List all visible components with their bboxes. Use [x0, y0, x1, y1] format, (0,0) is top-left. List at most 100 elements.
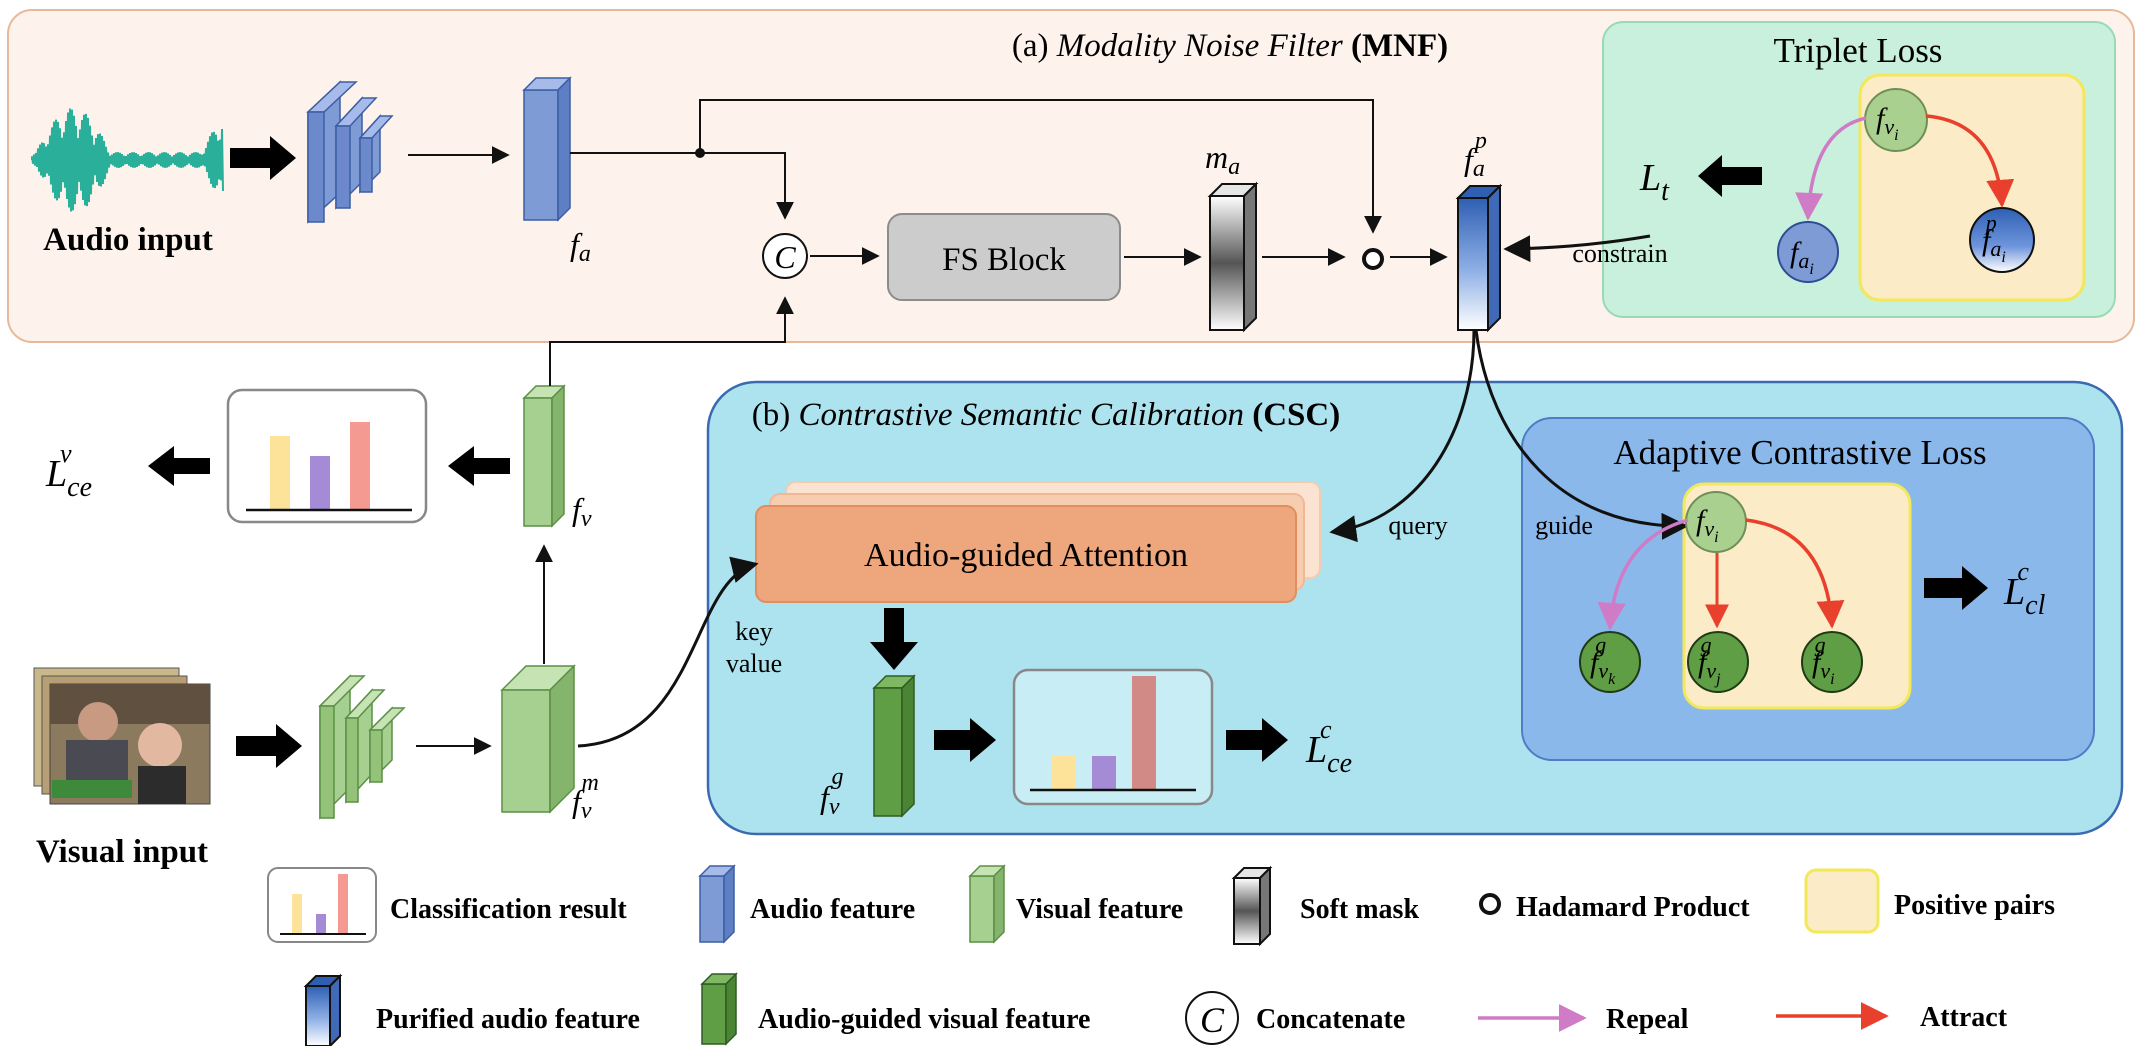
- legend-positive-pairs-label: Positive pairs: [1894, 890, 2055, 921]
- audio-input-arrow: [230, 136, 296, 180]
- acl-node-i: [1801, 631, 1863, 693]
- acl-title: Adaptive Contrastive Loss: [1613, 433, 1986, 472]
- audio-waveform-icon: [31, 108, 224, 212]
- legend-positive-pairs-icon: [1804, 868, 1880, 934]
- fvg-feature-block: [872, 674, 916, 818]
- arrow-fv-to-classifier: [448, 446, 510, 486]
- legend-purified-audio-label: Purified audio feature: [376, 1004, 640, 1035]
- legend-hadamard-label: Hadamard Product: [1516, 892, 1750, 923]
- mnf-title-italic: Modality Noise Filter: [1056, 28, 1343, 64]
- legend-audio-feature-label: Audio feature: [750, 894, 915, 925]
- legend-purified-audio-icon: [303, 973, 343, 1046]
- audio-guided-attention-button[interactable]: [755, 505, 1297, 603]
- audio-input-label: Audio input: [43, 222, 213, 258]
- purified-audio-block: [1455, 183, 1503, 333]
- mnf-title-prefix: (a): [1012, 28, 1057, 64]
- key-label: key: [735, 617, 773, 646]
- csc-bar-yellow: [1052, 756, 1076, 790]
- hadamard-product-icon: [1362, 248, 1384, 270]
- acl-node-j-label: fvjg: [1698, 632, 1721, 688]
- legend-audio-guided-visual-label: Audio-guided visual feature: [758, 1004, 1090, 1035]
- acl-node-k-label: fvkg: [1590, 632, 1616, 688]
- arrow-constrain: [1503, 234, 1651, 263]
- arrow-classifier-to-loss: [148, 446, 210, 486]
- fs-block-button[interactable]: [887, 213, 1121, 301]
- triplet-title: Triplet Loss: [1774, 31, 1943, 70]
- triplet-attract-arrow: [1925, 114, 2015, 208]
- audio-guided-attention-label: Audio-guided Attention: [864, 537, 1188, 574]
- legend-visual-feature-label: Visual feature: [1016, 894, 1183, 925]
- arrow-key-value: [577, 556, 759, 748]
- concat-symbol-text: C: [774, 239, 796, 275]
- acl-node-i-label: fvig: [1812, 632, 1835, 688]
- fv-feature-block: [522, 384, 566, 528]
- legend-attract-label: Attract: [1920, 1002, 2008, 1033]
- lt-label: Lt: [1639, 157, 1670, 207]
- value-label: value: [726, 649, 782, 678]
- triplet-repeal-arrow: [1795, 116, 1867, 221]
- csc-title: (b) Contrastive Semantic Calibration (CS…: [752, 397, 1340, 433]
- acl-attract-arrow-i: [1745, 518, 1845, 629]
- visual-ce-loss: Lcev: [45, 439, 92, 503]
- legend-soft-mask-label: Soft mask: [1300, 894, 1419, 925]
- arrow-triplet-to-lt: [1698, 155, 1762, 197]
- legend-concatenate-symbol: C: [1200, 1000, 1225, 1040]
- fap-label: fap: [1464, 128, 1487, 182]
- arrow-fa-to-hadamard: [699, 99, 1382, 234]
- arrow-fa-to-concat: [570, 152, 794, 220]
- fa-feature-block: [522, 76, 572, 222]
- arrow-acl-to-loss: [1924, 566, 1988, 610]
- visual-input-label: Visual input: [36, 834, 208, 870]
- acl-repeal-arrow: [1597, 518, 1689, 631]
- legend-soft-mask-icon: [1231, 865, 1273, 947]
- csc-bar-purple: [1092, 756, 1116, 790]
- constrain-label: constrain: [1572, 239, 1667, 268]
- csc-ce-loss: Lcec: [1305, 715, 1352, 779]
- acl-node-j: [1687, 631, 1749, 693]
- visual-bar-purple: [310, 456, 330, 510]
- legend-classification-label: Classification result: [390, 894, 627, 925]
- csc-title-abbr: (CSC): [1252, 397, 1340, 433]
- arrow-classifier-to-csc-loss: [1226, 718, 1288, 762]
- fv-label: fv: [572, 491, 592, 532]
- legend-hadamard-icon: [1479, 893, 1501, 915]
- arrow-query: [1329, 329, 1476, 543]
- mnf-title: (a) Modality Noise Filter (MNF): [1012, 28, 1448, 64]
- audio-encoder-icon: [306, 80, 394, 224]
- acl-node-k: [1579, 631, 1641, 693]
- visual-bar-yellow: [270, 436, 290, 510]
- visual-input-arrow: [236, 724, 302, 768]
- legend-repeal-label: Repeal: [1606, 1004, 1689, 1035]
- query-label: query: [1388, 511, 1447, 540]
- concat-symbol-icon: [762, 233, 808, 279]
- legend-visual-feature-icon: [968, 864, 1006, 944]
- fvm-label: fvm: [572, 770, 599, 824]
- legend: Classification result Audio feature Visu…: [267, 864, 2055, 1046]
- guide-label: guide: [1535, 511, 1593, 540]
- soft-mask-block: [1207, 181, 1259, 333]
- csc-title-prefix: (b): [752, 397, 799, 433]
- legend-concatenate-label: Concatenate: [1256, 1004, 1405, 1035]
- arrow-fvg-to-classifier: [934, 718, 996, 762]
- legend-concatenate-icon: [1185, 991, 1239, 1045]
- csc-title-italic: Contrastive Semantic Calibration: [799, 397, 1244, 433]
- triplet-positive-label: faip: [1982, 210, 2006, 266]
- triplet-negative-node: [1777, 221, 1839, 283]
- visual-bar-red: [350, 422, 370, 510]
- legend-audio-feature-icon: [698, 864, 736, 944]
- triplet-positive-node: [1969, 207, 2035, 273]
- acl-cl-loss: Lclc: [2003, 557, 2046, 621]
- csc-bar-red: [1132, 676, 1156, 790]
- fs-block-label: FS Block: [942, 242, 1066, 278]
- fvm-feature-block: [500, 664, 576, 814]
- arrow-fv-to-concat: [549, 296, 794, 386]
- legend-audio-guided-visual-icon: [700, 972, 738, 1046]
- visual-input-image: [33, 667, 211, 805]
- visual-encoder-icon: [318, 674, 406, 820]
- arrow-guide: [1474, 329, 1689, 540]
- ma-label: ma: [1205, 139, 1240, 180]
- mnf-title-abbr: (MNF): [1351, 28, 1448, 64]
- arrow-attention-to-fvg: [870, 608, 918, 670]
